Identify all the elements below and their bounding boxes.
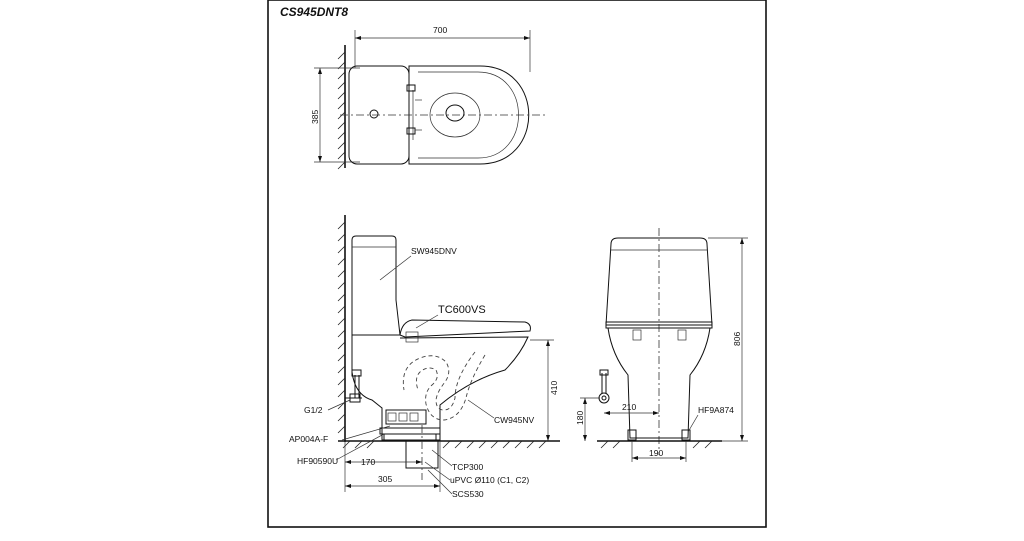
dim-outlet-170: 170 (361, 457, 375, 467)
side-view: 410 170 305 SW945DNV TC600VS CW945NV G1/… (289, 215, 560, 499)
trapway-hidden (415, 354, 486, 421)
tank-front-outline (605, 237, 713, 326)
hinge-icon (406, 127, 416, 135)
seat-front-band (605, 321, 713, 329)
side-view-wall-hatch (337, 221, 346, 434)
inlet-valve-icon (351, 369, 362, 377)
label-bowl: CW945NV (494, 415, 534, 425)
front-view-floor-hatch (600, 440, 713, 449)
flush-button-icon (369, 109, 379, 119)
dim-width-700: 700 (433, 25, 447, 35)
dim-inlet-height-180: 180 (575, 411, 585, 425)
label-flange: HF90590U (297, 456, 338, 466)
dim-depth-385: 385 (310, 110, 320, 124)
dim-seat-height-410: 410 (549, 381, 559, 395)
drawing-frame (267, 0, 767, 528)
lid-outline (408, 65, 530, 165)
hinge-icon (677, 329, 687, 341)
top-view-wall-hatch (337, 51, 346, 170)
fitting-bracket (385, 409, 427, 425)
hinge-icon (406, 84, 416, 92)
side-view-floor-hatch (342, 440, 547, 449)
dim-bolt-spacing-190: 190 (649, 448, 663, 458)
tank-side-outline (351, 235, 401, 336)
model-title: CS945DNT8 (280, 5, 348, 19)
front-view: 180 210 806 190 HF9A874 (575, 228, 748, 462)
label-seat: TC600VS (438, 304, 486, 316)
label-pipe: uPVC Ø110 (C1, C2) (450, 475, 529, 485)
flange-plate (379, 427, 441, 435)
seat-side-outline (399, 319, 531, 338)
hinge-icon (632, 329, 642, 341)
dim-floor-305: 305 (378, 474, 392, 484)
label-ring: SCS530 (452, 489, 484, 499)
label-fixing: HF9A874 (698, 405, 734, 415)
label-tank: SW945DNV (411, 246, 457, 256)
label-valve: AP004A-F (289, 434, 328, 444)
dim-inlet-offset-210: 210 (622, 402, 636, 412)
inlet-connection-icon (598, 392, 610, 404)
label-inlet: G1/2 (304, 405, 323, 415)
bolt-icon (681, 429, 691, 441)
bolt-icon (627, 429, 637, 441)
dim-height-806: 806 (732, 332, 742, 346)
label-adapter: TCP300 (452, 462, 483, 472)
top-view: 700 385 (310, 25, 545, 170)
pedestal-front-outline (607, 327, 711, 439)
seat-hinge-icon (405, 331, 419, 343)
